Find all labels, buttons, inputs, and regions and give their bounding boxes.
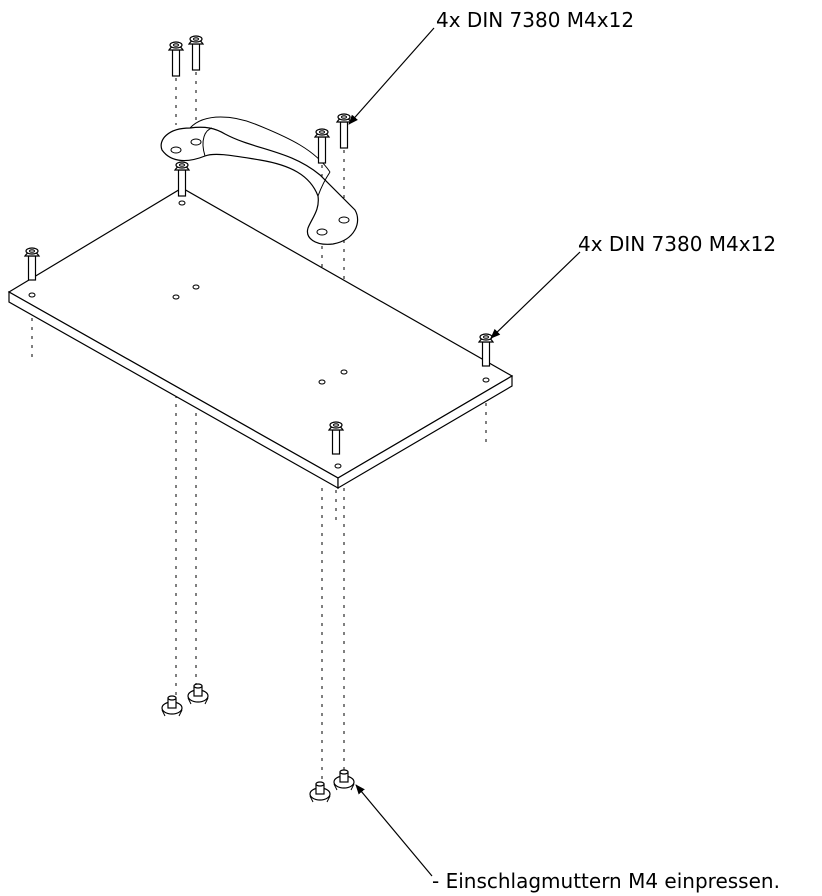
- carry-handle: [160, 116, 359, 245]
- handle-screw-4: [335, 113, 353, 149]
- handle-screw-3: [313, 128, 331, 164]
- base-plate: [7, 187, 514, 490]
- tee-nut-3: [309, 781, 331, 803]
- tee-nut-2: [187, 683, 209, 705]
- callout-handle-screws: 4x DIN 7380 M4x12: [436, 8, 634, 32]
- callout-plate-screws: 4x DIN 7380 M4x12: [578, 232, 776, 256]
- callout-tee-nuts: - Einschlagmuttern M4 einpressen.: [432, 869, 780, 893]
- tee-nut-1: [161, 695, 183, 717]
- handle-screw-2: [187, 35, 205, 71]
- plate-screw-3: [477, 333, 495, 367]
- tee-nut-4: [333, 769, 355, 791]
- leader-lines: [348, 27, 581, 877]
- plate-screw-1: [173, 161, 191, 197]
- plate-screw-4: [327, 421, 345, 455]
- handle-screw-1: [167, 41, 185, 77]
- plate-holes: [28, 200, 490, 469]
- plate-screw-2: [23, 247, 41, 281]
